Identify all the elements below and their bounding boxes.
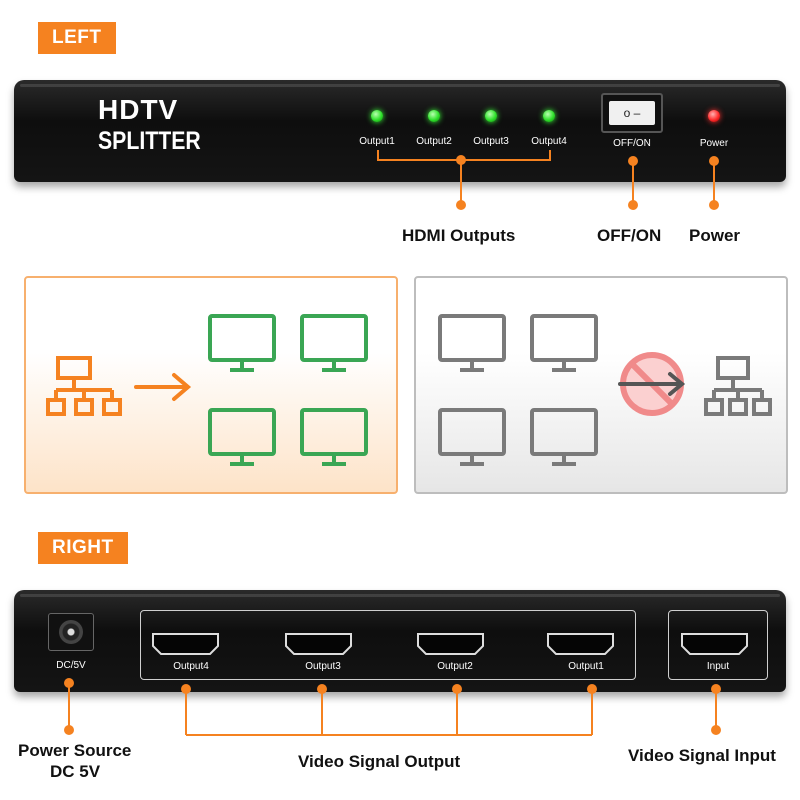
power-leader bbox=[713, 160, 715, 204]
supported-usage-panel bbox=[24, 276, 398, 494]
power-source-caption-line1: Power Source bbox=[18, 741, 132, 760]
off-on-dot-bottom bbox=[628, 200, 638, 210]
network-hub-icon bbox=[46, 356, 122, 416]
supported-usage-diagram bbox=[46, 314, 368, 466]
input-port-label: Input bbox=[706, 661, 730, 672]
input-port-group bbox=[668, 610, 768, 680]
unsupported-usage-panel bbox=[414, 276, 788, 494]
output2-label: Output2 bbox=[416, 136, 452, 147]
switch-rocker: o – bbox=[609, 101, 655, 125]
output1-led bbox=[371, 110, 383, 122]
monitor-icon bbox=[208, 408, 276, 466]
output3-label: Output3 bbox=[473, 136, 509, 147]
dc-jack[interactable] bbox=[48, 613, 94, 651]
left-view-tag: LEFT bbox=[38, 22, 116, 54]
output-ports-group bbox=[140, 610, 636, 680]
prohibited-arrow-icon bbox=[618, 352, 686, 416]
monitor-icon bbox=[438, 314, 506, 372]
network-hub-icon bbox=[704, 356, 772, 416]
power-dot-bottom bbox=[709, 200, 719, 210]
hdmi-outputs-dot-bottom bbox=[456, 200, 466, 210]
output1-port-label: Output1 bbox=[568, 661, 604, 672]
dc-jack-socket bbox=[59, 620, 83, 644]
power-led bbox=[708, 110, 720, 122]
monitor-icon bbox=[208, 314, 276, 372]
right-view-tag: RIGHT bbox=[38, 532, 128, 564]
hdmi-outputs-bracket-right bbox=[549, 150, 551, 160]
monitor-icon bbox=[300, 314, 368, 372]
hdmi-outputs-caption: HDMI Outputs bbox=[402, 226, 516, 245]
power-switch[interactable]: o – bbox=[601, 93, 663, 133]
output4-led bbox=[543, 110, 555, 122]
hdmi-outputs-bracket-left bbox=[377, 150, 379, 160]
power-led-label: Power bbox=[699, 138, 729, 149]
video-input-caption: Video Signal Input bbox=[628, 746, 776, 765]
switch-label: OFF/ON bbox=[613, 138, 651, 149]
output2-port-label: Output2 bbox=[437, 661, 473, 672]
off-on-leader bbox=[632, 160, 634, 204]
monitor-icon bbox=[530, 408, 598, 466]
output3-led bbox=[485, 110, 497, 122]
power-source-caption-line2: DC 5V bbox=[50, 762, 101, 781]
video-output-caption: Video Signal Output bbox=[298, 752, 461, 771]
monitor-icon bbox=[530, 314, 598, 372]
output3-port-label: Output3 bbox=[305, 661, 341, 672]
dc-label: DC/5V bbox=[56, 660, 86, 671]
output2-led bbox=[428, 110, 440, 122]
unsupported-usage-diagram bbox=[438, 314, 772, 466]
output4-label: Output4 bbox=[531, 136, 567, 147]
power-caption: Power bbox=[689, 226, 741, 245]
splitter-rear-panel bbox=[14, 590, 786, 692]
brand-splitter: SPLITTER bbox=[98, 127, 201, 155]
output1-label: Output1 bbox=[359, 136, 395, 147]
brand-hdtv: HDTV bbox=[98, 94, 179, 125]
arrow-right-icon bbox=[134, 373, 192, 401]
monitor-icon bbox=[300, 408, 368, 466]
hdmi-outputs-leader bbox=[460, 160, 462, 204]
monitor-icon bbox=[438, 408, 506, 466]
off-on-caption: OFF/ON bbox=[597, 226, 662, 245]
output4-port-label: Output4 bbox=[173, 661, 209, 672]
